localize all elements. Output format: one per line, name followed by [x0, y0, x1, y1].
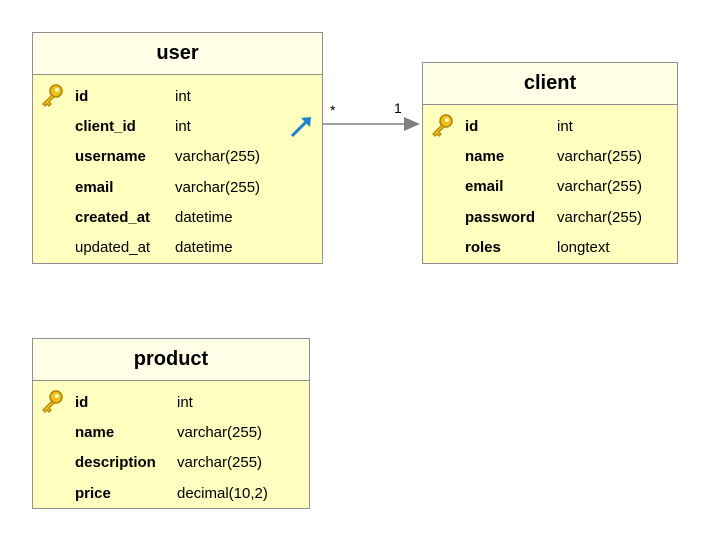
column-row[interactable]: client_id int	[33, 111, 322, 141]
column-row[interactable]: name varchar(255)	[33, 417, 309, 447]
column-type: varchar(255)	[177, 424, 263, 442]
column-type: datetime	[175, 208, 233, 226]
column-name: client_id	[75, 118, 136, 136]
column-name: price	[75, 484, 111, 502]
column-row[interactable]: id int	[33, 387, 309, 417]
column-name: updated_at	[75, 238, 151, 256]
column-row[interactable]: email varchar(255)	[33, 172, 322, 202]
column-name: description	[75, 454, 156, 472]
table-client[interactable]: client id int name varchar(255) email varchar…	[422, 62, 678, 264]
column-type: int	[557, 118, 573, 135]
table-user[interactable]: user id int client_id int username varchar(25…	[32, 32, 323, 264]
column-row[interactable]: description varchar(255)	[33, 447, 309, 477]
column-type: varchar(255)	[175, 178, 261, 196]
column-type: varchar(255)	[557, 208, 643, 226]
cardinality-many-label: *	[330, 102, 336, 118]
key-icon	[39, 389, 65, 415]
foreign-key-arrow-icon	[289, 113, 315, 139]
column-type: longtext	[557, 238, 610, 256]
column-name: roles	[465, 238, 501, 256]
key-icon	[429, 113, 455, 139]
column-row[interactable]: updated_at datetime	[33, 232, 322, 262]
key-icon	[39, 83, 65, 109]
column-type: varchar(255)	[557, 148, 643, 166]
column-row[interactable]: id int	[423, 111, 677, 141]
column-name: name	[75, 424, 115, 442]
column-type: varchar(255)	[177, 454, 263, 472]
column-row[interactable]: created_at datetime	[33, 202, 322, 232]
column-name: username	[75, 148, 146, 166]
table-title: product	[33, 339, 309, 381]
column-list: id int name varchar(255) description varchar(…	[33, 381, 309, 508]
table-title: user	[33, 33, 322, 75]
column-name: email	[75, 178, 114, 196]
table-title: client	[423, 63, 677, 105]
column-name: id	[75, 394, 89, 411]
column-row[interactable]: price decimal(10,2)	[33, 478, 309, 508]
column-type: int	[175, 88, 191, 105]
column-row[interactable]: password varchar(255)	[423, 202, 677, 232]
column-name: created_at	[75, 208, 151, 226]
column-type: varchar(255)	[557, 178, 643, 196]
cardinality-one-label: 1	[394, 100, 402, 116]
column-row[interactable]: roles longtext	[423, 232, 677, 262]
column-name: id	[465, 118, 479, 135]
column-name: id	[75, 88, 89, 105]
column-row[interactable]: name varchar(255)	[423, 141, 677, 171]
column-row[interactable]: email varchar(255)	[423, 171, 677, 201]
column-row[interactable]: username varchar(255)	[33, 141, 322, 171]
column-name: password	[465, 208, 536, 226]
column-type: decimal(10,2)	[177, 484, 268, 502]
column-type: varchar(255)	[175, 148, 261, 166]
arrowhead-icon	[404, 117, 420, 131]
column-type: int	[175, 118, 191, 136]
column-row[interactable]: id int	[33, 81, 322, 111]
column-name: email	[465, 178, 504, 196]
column-type: int	[177, 394, 193, 411]
column-type: datetime	[175, 238, 233, 256]
column-name: name	[465, 148, 505, 166]
